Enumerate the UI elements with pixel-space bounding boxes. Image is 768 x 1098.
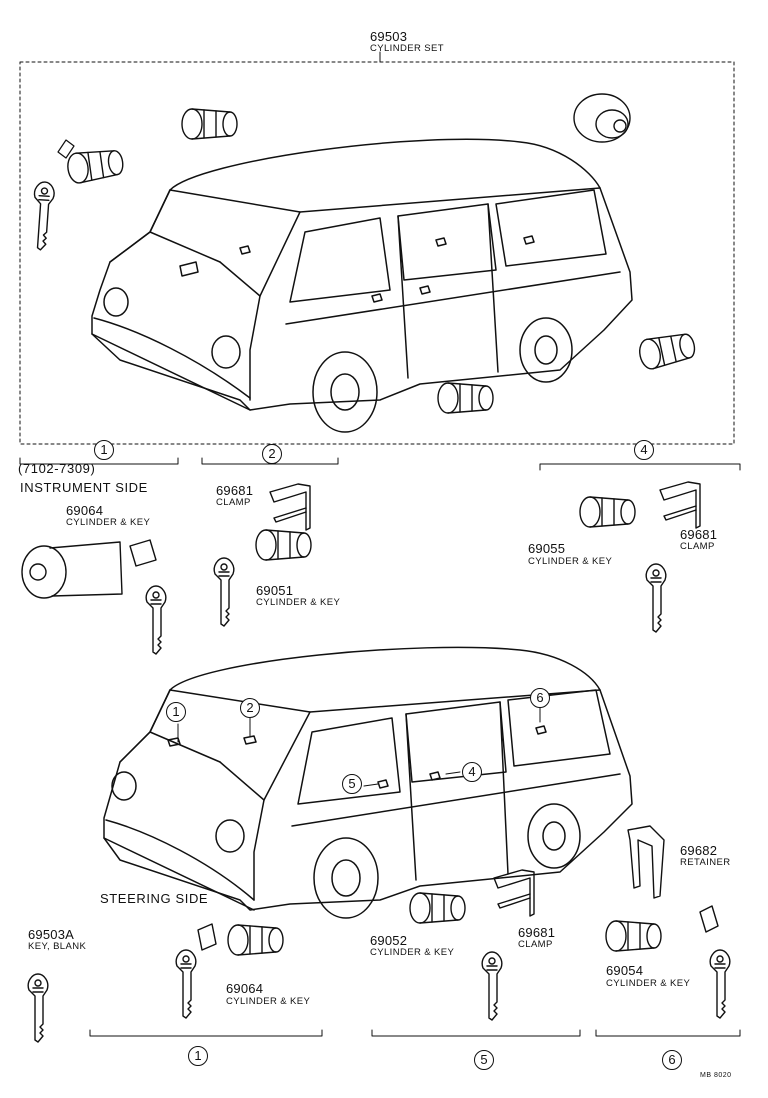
van-callout-4: 4: [462, 762, 482, 782]
g1-part-no: 69064: [66, 503, 104, 518]
g2-clamp: [269, 483, 311, 531]
top-cylinder-3: [574, 94, 630, 142]
g6-cylinder: [605, 920, 662, 952]
g6-retainer-no: 69682: [680, 843, 718, 858]
g5-key: [481, 951, 503, 1021]
g4-clamp-no: 69681: [680, 527, 718, 542]
blank-key-part-no: 69503A: [28, 927, 75, 942]
group2-callout: 2: [262, 444, 282, 464]
set-part-no: 69503: [370, 29, 408, 44]
van-top: [92, 139, 632, 432]
drawing-code: MB 8020: [700, 1072, 732, 1079]
g4-cylinder: [579, 496, 636, 528]
steering-side: STEERING SIDE: [100, 891, 209, 906]
group6-callout: 6: [662, 1050, 682, 1070]
g6-desc: CYLINDER & KEY: [606, 978, 691, 989]
g6-retainer-desc: RETAINER: [680, 857, 731, 868]
group-brackets: [20, 458, 740, 1036]
g1-desc: CYLINDER & KEY: [66, 517, 151, 528]
g1-range: (7102-7309): [18, 461, 96, 476]
steer-cylinder: [227, 924, 284, 956]
cylinder-set-frame: [20, 62, 734, 444]
g1-key: [145, 585, 167, 655]
blank-key: [27, 973, 49, 1043]
van-bottom: [104, 647, 632, 918]
van-callout-1: 1: [166, 702, 186, 722]
g4-part-no: 69055: [528, 541, 566, 556]
g6-key: [709, 949, 731, 1019]
g6-retainer: [628, 826, 664, 898]
g4-key: [645, 563, 667, 633]
g1-cylinder: [22, 542, 122, 598]
g2-key: [213, 557, 235, 627]
g2-desc: CYLINDER & KEY: [256, 597, 341, 608]
g5-clamp-no: 69681: [518, 925, 556, 940]
g1-side: INSTRUMENT SIDE: [20, 480, 148, 495]
top-cylinder-1: [65, 146, 126, 185]
g4-clamp: [659, 481, 701, 529]
group4-callout: 4: [634, 440, 654, 460]
top-cylinder-5: [437, 382, 494, 414]
g6-part-no: 69054: [606, 963, 644, 978]
g5-part-no: 69052: [370, 933, 408, 948]
top-key-1: [29, 180, 56, 252]
group1-top-callout: 1: [94, 440, 114, 460]
top-cylinder-4: [636, 329, 698, 372]
g4-clamp-desc: CLAMP: [680, 541, 715, 552]
blank-key-desc: KEY, BLANK: [28, 941, 87, 952]
group5-callout: 5: [474, 1050, 494, 1070]
van-callout-5: 5: [342, 774, 362, 794]
g5-clamp-desc: CLAMP: [518, 939, 553, 950]
van-callout-2: 2: [240, 698, 260, 718]
g2-clamp-desc: CLAMP: [216, 497, 251, 508]
steering-part-no: 69064: [226, 981, 264, 996]
g2-clamp-no: 69681: [216, 483, 254, 498]
g2-part-no: 69051: [256, 583, 294, 598]
top-cylinder-2: [181, 108, 238, 140]
g5-cylinder: [409, 892, 466, 924]
steering-callout: 1: [188, 1046, 208, 1066]
steer-key: [175, 949, 197, 1019]
g5-desc: CYLINDER & KEY: [370, 947, 455, 958]
set-desc: CYLINDER SET: [370, 43, 444, 54]
g4-desc: CYLINDER & KEY: [528, 556, 613, 567]
van-callout-6: 6: [530, 688, 550, 708]
steering-desc: CYLINDER & KEY: [226, 996, 311, 1007]
g2-cylinder: [255, 529, 312, 561]
